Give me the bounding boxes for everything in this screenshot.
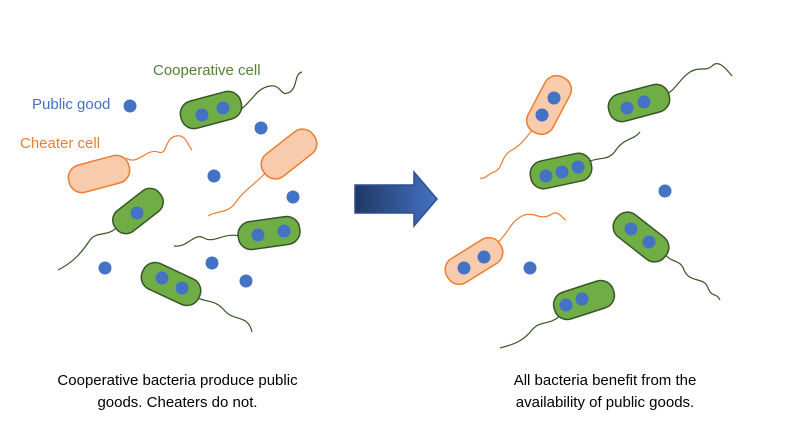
public-good-dot bbox=[216, 101, 230, 115]
cooperative-cell bbox=[607, 63, 733, 123]
public-good-dot bbox=[571, 160, 585, 174]
public-good-dot bbox=[547, 91, 561, 105]
public-good-dot bbox=[123, 99, 137, 113]
public-good-dot bbox=[239, 274, 253, 288]
cheater-cell bbox=[479, 74, 573, 179]
public-good-dot bbox=[477, 250, 491, 264]
left-panel bbox=[57, 71, 318, 333]
public-good-dot bbox=[658, 184, 672, 198]
flagellum bbox=[239, 71, 303, 111]
cheater-cell bbox=[444, 212, 567, 286]
public-good-dot bbox=[286, 190, 300, 204]
public-good-dot bbox=[130, 206, 144, 220]
cooperative-cell bbox=[57, 187, 164, 271]
public-good-dot bbox=[205, 256, 219, 270]
cooperative-cell bbox=[499, 279, 616, 349]
public-good-dot bbox=[277, 224, 291, 238]
public-good-dot bbox=[98, 261, 112, 275]
public-good-dot bbox=[207, 169, 221, 183]
public-good-dot bbox=[555, 165, 569, 179]
public-good-dot bbox=[624, 222, 638, 236]
right-panel bbox=[444, 63, 733, 349]
legend-cheater-cell: Cheater cell bbox=[20, 135, 101, 152]
cooperative-cell bbox=[179, 71, 303, 130]
flagellum bbox=[125, 135, 193, 161]
transition-arrow bbox=[354, 169, 438, 229]
right-caption-line-1: All bacteria benefit from the bbox=[513, 372, 697, 389]
flagellum bbox=[191, 293, 253, 333]
cooperative-cell bbox=[612, 211, 721, 301]
right-caption: All bacteria benefit from the availabili… bbox=[445, 370, 765, 414]
public-good-dot bbox=[575, 292, 589, 306]
public-good-dot bbox=[535, 108, 549, 122]
public-good-dot bbox=[539, 169, 553, 183]
public-good-dot bbox=[559, 298, 573, 312]
flagellum bbox=[587, 131, 641, 163]
flagellum bbox=[479, 127, 535, 179]
legend-public-good: Public good bbox=[32, 96, 111, 113]
flagellum bbox=[499, 315, 561, 349]
flagellum bbox=[207, 169, 269, 217]
public-good-dot bbox=[457, 261, 471, 275]
public-good-dot bbox=[523, 261, 537, 275]
public-good-dot bbox=[620, 101, 634, 115]
legend-cooperative-cell: Cooperative cell bbox=[153, 62, 261, 79]
cheater-cell bbox=[207, 128, 318, 217]
public-good-dot bbox=[155, 271, 169, 285]
left-caption-line-1: Cooperative bacteria produce public bbox=[57, 372, 298, 389]
left-caption-line-2: goods. Cheaters do not. bbox=[97, 394, 258, 411]
public-good-dot bbox=[637, 95, 651, 109]
public-good-dot bbox=[642, 235, 656, 249]
cooperative-cell bbox=[529, 131, 641, 190]
public-good-dot bbox=[251, 228, 265, 242]
public-good-dot bbox=[195, 108, 209, 122]
flagellum bbox=[57, 225, 119, 271]
left-caption: Cooperative bacteria produce public good… bbox=[0, 370, 355, 414]
right-caption-line-2: availability of public goods. bbox=[515, 394, 695, 411]
flagellum bbox=[173, 234, 241, 247]
public-good-dot bbox=[254, 121, 268, 135]
cooperative-cell bbox=[140, 261, 253, 333]
public-good-dot bbox=[175, 281, 189, 295]
flagellum bbox=[497, 212, 567, 243]
flagellum bbox=[663, 251, 721, 301]
cheater-cell bbox=[67, 135, 193, 194]
flagellum bbox=[663, 63, 733, 97]
cooperative-cell bbox=[173, 215, 301, 251]
